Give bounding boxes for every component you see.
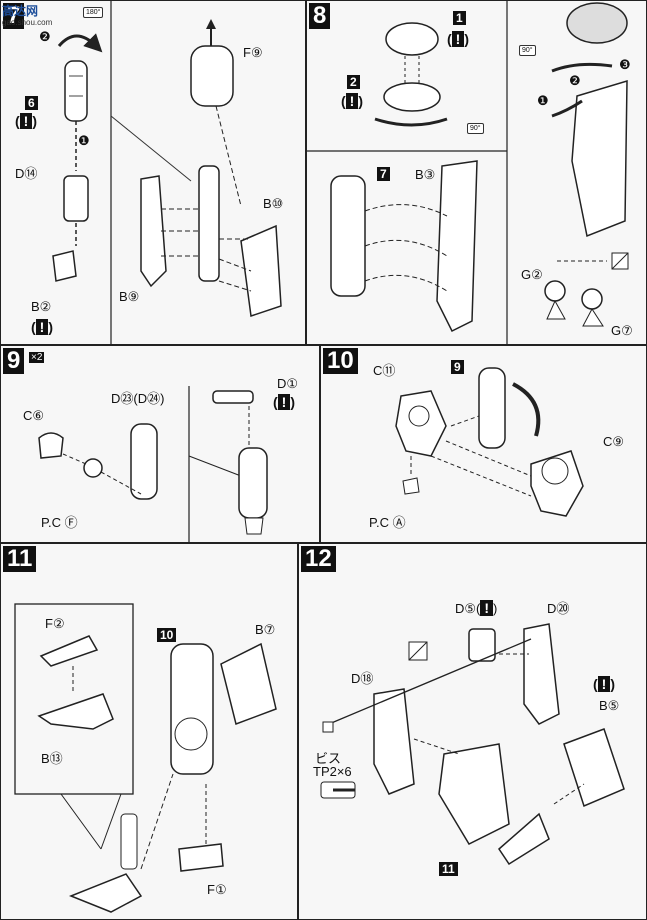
sub-step-10: 10 — [157, 628, 177, 642]
step-7-panel: 7 — [0, 0, 306, 345]
part-b3: B③ — [415, 167, 436, 182]
sub-step-2: 2 — [347, 75, 360, 89]
multiply-badge: ×2 — [29, 352, 45, 363]
part-f9: F⑨ — [243, 45, 263, 60]
part-b13: B⑬ — [41, 751, 63, 766]
caution-mark: (!) — [447, 31, 470, 47]
part-f1: F① — [207, 882, 227, 897]
step-10-drawing — [395, 367, 584, 517]
caution-mark: (!) — [593, 676, 616, 692]
part-d1: D① — [277, 376, 299, 391]
arrow-step-2: ❷ — [569, 73, 581, 88]
rotate-180-badge: 180° — [83, 7, 104, 18]
part-d14: D⑭ — [15, 166, 38, 181]
step-8-panel: 8 1 (!) 2 (!) — [306, 0, 647, 345]
part-b10: B⑩ — [263, 196, 284, 211]
part-b5: B⑤ — [599, 698, 620, 713]
step-10-panel: 10 C⑪ 9 C⑨ P.C Ⓐ — [320, 345, 647, 543]
caution-mark: (!) — [15, 113, 38, 129]
part-b7: B⑦ — [255, 622, 276, 637]
arrow-step-3: ❸ — [619, 57, 631, 72]
step-11-drawing — [14, 603, 277, 913]
step-8-drawing — [307, 1, 629, 344]
step-9-panel: 9 ×2 C⑥ D㉓(D㉔) P.C Ⓕ D① (!) — [0, 345, 320, 543]
sub-step-11: 11 — [439, 862, 458, 876]
step-number: 11 — [3, 546, 37, 572]
part-g2: G② — [521, 267, 543, 282]
step-number: 12 — [301, 546, 336, 572]
part-b9: B⑨ — [119, 289, 140, 304]
screw-label: ビス — [315, 751, 342, 766]
part-pca: P.C Ⓐ — [369, 515, 406, 530]
arrow-step-1: ❶ — [78, 133, 90, 148]
part-b2: B② — [31, 299, 52, 314]
caution-mark-2: (!) — [341, 93, 364, 109]
sub-step-9: 9 — [451, 360, 464, 374]
part-f2: F② — [45, 616, 65, 631]
step-number: 10 — [323, 348, 358, 374]
step-12-panel: 12 D⑤(!) D⑳ D⑱ ビス TP2×6 (!) B⑤ 11 — [298, 543, 647, 920]
watermark-url: gao.shou.com — [2, 18, 53, 27]
rotate-90-badge-2: 90° — [519, 45, 536, 56]
part-c11: C⑪ — [373, 363, 396, 378]
arrow-step-1: ❶ — [537, 93, 549, 108]
step-number: 9 — [3, 348, 25, 374]
part-d23-d24: D㉓(D㉔) — [111, 391, 165, 406]
part-pcf: P.C Ⓕ — [41, 515, 78, 530]
rotate-90-badge: 90° — [467, 123, 484, 134]
caution-mark-2: (!) — [31, 319, 54, 335]
part-d5: D⑤(!) — [455, 600, 498, 616]
part-c9: C⑨ — [603, 434, 625, 449]
step-12-drawing — [320, 623, 625, 866]
arrow-step-2: ❷ — [39, 29, 51, 44]
step-number: 7 — [3, 3, 25, 29]
step-9-drawing — [38, 386, 268, 542]
part-g7: G⑦ — [611, 323, 633, 338]
part-c6: C⑥ — [23, 408, 45, 423]
sub-step-6: 6 — [25, 96, 38, 110]
watermark-brand: 高达网 — [2, 4, 39, 18]
part-d20: D⑳ — [547, 601, 570, 616]
step-11-panel: 11 F② B⑬ 10 B⑦ F① — [0, 543, 298, 920]
sub-step-7: 7 — [377, 167, 390, 181]
caution-mark: (!) — [273, 394, 296, 410]
sub-step-1: 1 — [453, 11, 466, 25]
screw-spec: TP2×6 — [313, 764, 352, 779]
step-number: 8 — [309, 3, 331, 29]
part-d18: D⑱ — [351, 671, 374, 686]
step-7-drawing — [52, 1, 282, 344]
